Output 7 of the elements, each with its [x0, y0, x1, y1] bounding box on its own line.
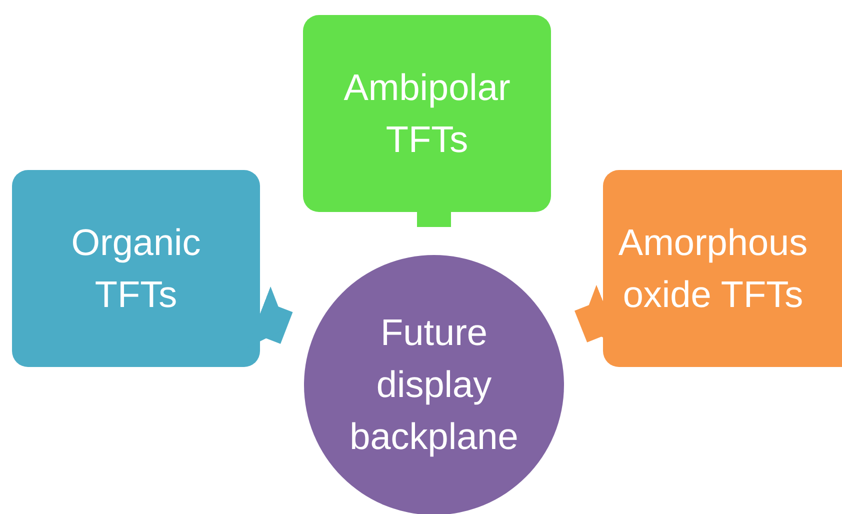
node-label: Amorphous oxide TFTs: [617, 220, 809, 316]
process-box: [12, 170, 260, 367]
process-box: [303, 15, 551, 212]
node-label: Future display backplane: [349, 311, 519, 459]
node-label: Organic TFTs: [70, 220, 202, 316]
node-label: Ambipolar TFTs: [342, 66, 512, 162]
process-box: [603, 170, 842, 367]
